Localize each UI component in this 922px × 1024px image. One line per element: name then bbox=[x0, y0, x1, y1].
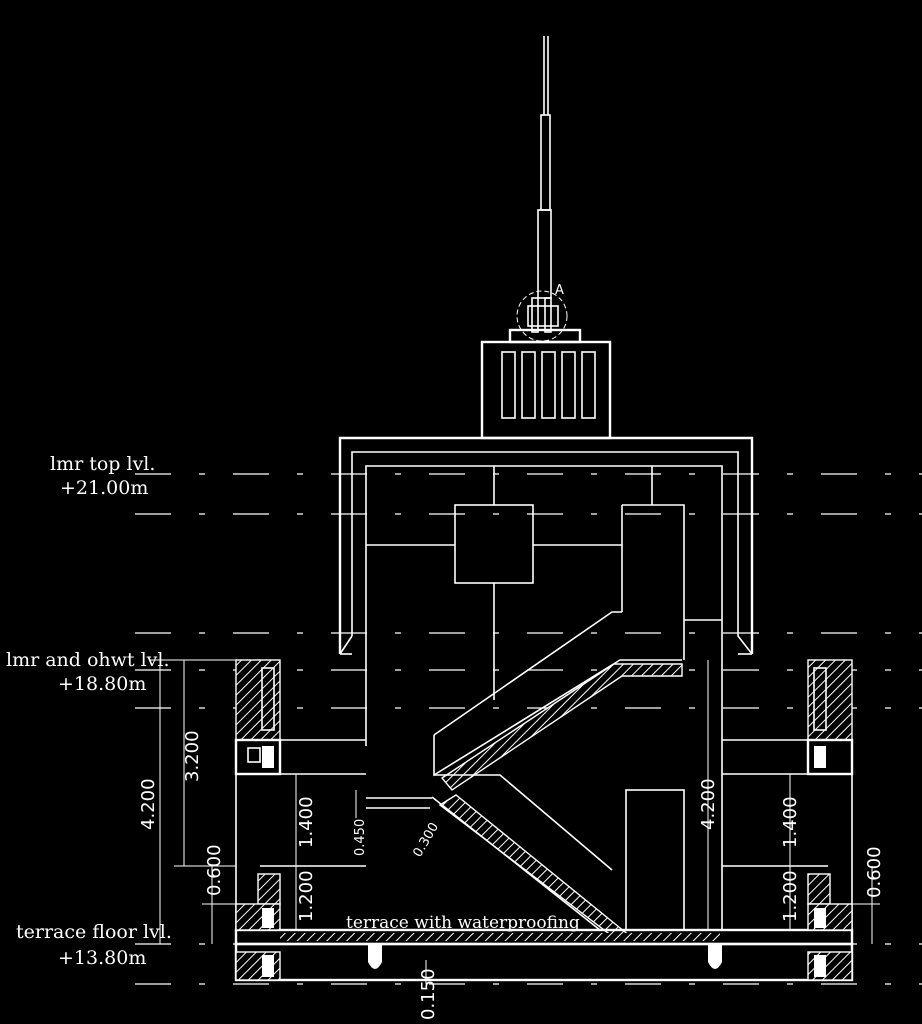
dim-window-left: 1.400 bbox=[296, 796, 317, 848]
dim-landing: 0.450 bbox=[353, 819, 368, 856]
louvre bbox=[561, 351, 576, 419]
dim-slab: 0.150 bbox=[418, 968, 439, 1020]
terrace-note: terrace with waterproofing bbox=[346, 913, 580, 933]
louvre bbox=[501, 351, 516, 419]
louvre bbox=[541, 351, 556, 419]
lmr-top-level-value: +21.00m bbox=[60, 477, 148, 499]
dim-window-right: 1.400 bbox=[780, 796, 801, 848]
lmr-frame bbox=[338, 436, 754, 930]
dim-upper-height: 3.200 bbox=[182, 730, 203, 782]
dim-parapet-left: 1.200 bbox=[296, 870, 317, 922]
dim-sill-right: 0.600 bbox=[864, 846, 885, 898]
dim-core-height: 4.200 bbox=[698, 778, 719, 830]
left-wall bbox=[234, 659, 366, 981]
dim-parapet-right: 1.200 bbox=[780, 870, 801, 922]
terrace-floor-level-name: terrace floor lvl. bbox=[16, 921, 172, 943]
louvre bbox=[521, 351, 536, 419]
dimension-lines bbox=[150, 659, 880, 944]
ventilation-box bbox=[480, 328, 612, 440]
dim-riser: 0.300 bbox=[410, 820, 442, 860]
dim-total-height: 4.200 bbox=[138, 778, 159, 830]
level-labels: lmr top lvl. +21.00m lmr and ohwt lvl. +… bbox=[6, 453, 172, 969]
machine-block bbox=[454, 504, 534, 584]
terrace-floor-level-value: +13.80m bbox=[58, 947, 146, 969]
lmr-ohwt-level-name: lmr and ohwt lvl. bbox=[6, 649, 170, 671]
staircase bbox=[355, 611, 685, 937]
door bbox=[625, 789, 685, 931]
louvre bbox=[581, 351, 596, 419]
antenna-mast: A bbox=[516, 36, 568, 342]
detail-marker: A bbox=[555, 283, 564, 298]
dim-sill-left: 0.600 bbox=[204, 844, 225, 896]
lmr-ohwt-level-value: +18.80m bbox=[58, 673, 146, 695]
dimension-texts: 4.200 3.200 0.600 1.400 1.200 4.200 1.40… bbox=[138, 730, 885, 1020]
lmr-top-level-name: lmr top lvl. bbox=[50, 453, 155, 475]
detail-circle bbox=[516, 290, 568, 342]
floor-slab bbox=[234, 928, 854, 984]
